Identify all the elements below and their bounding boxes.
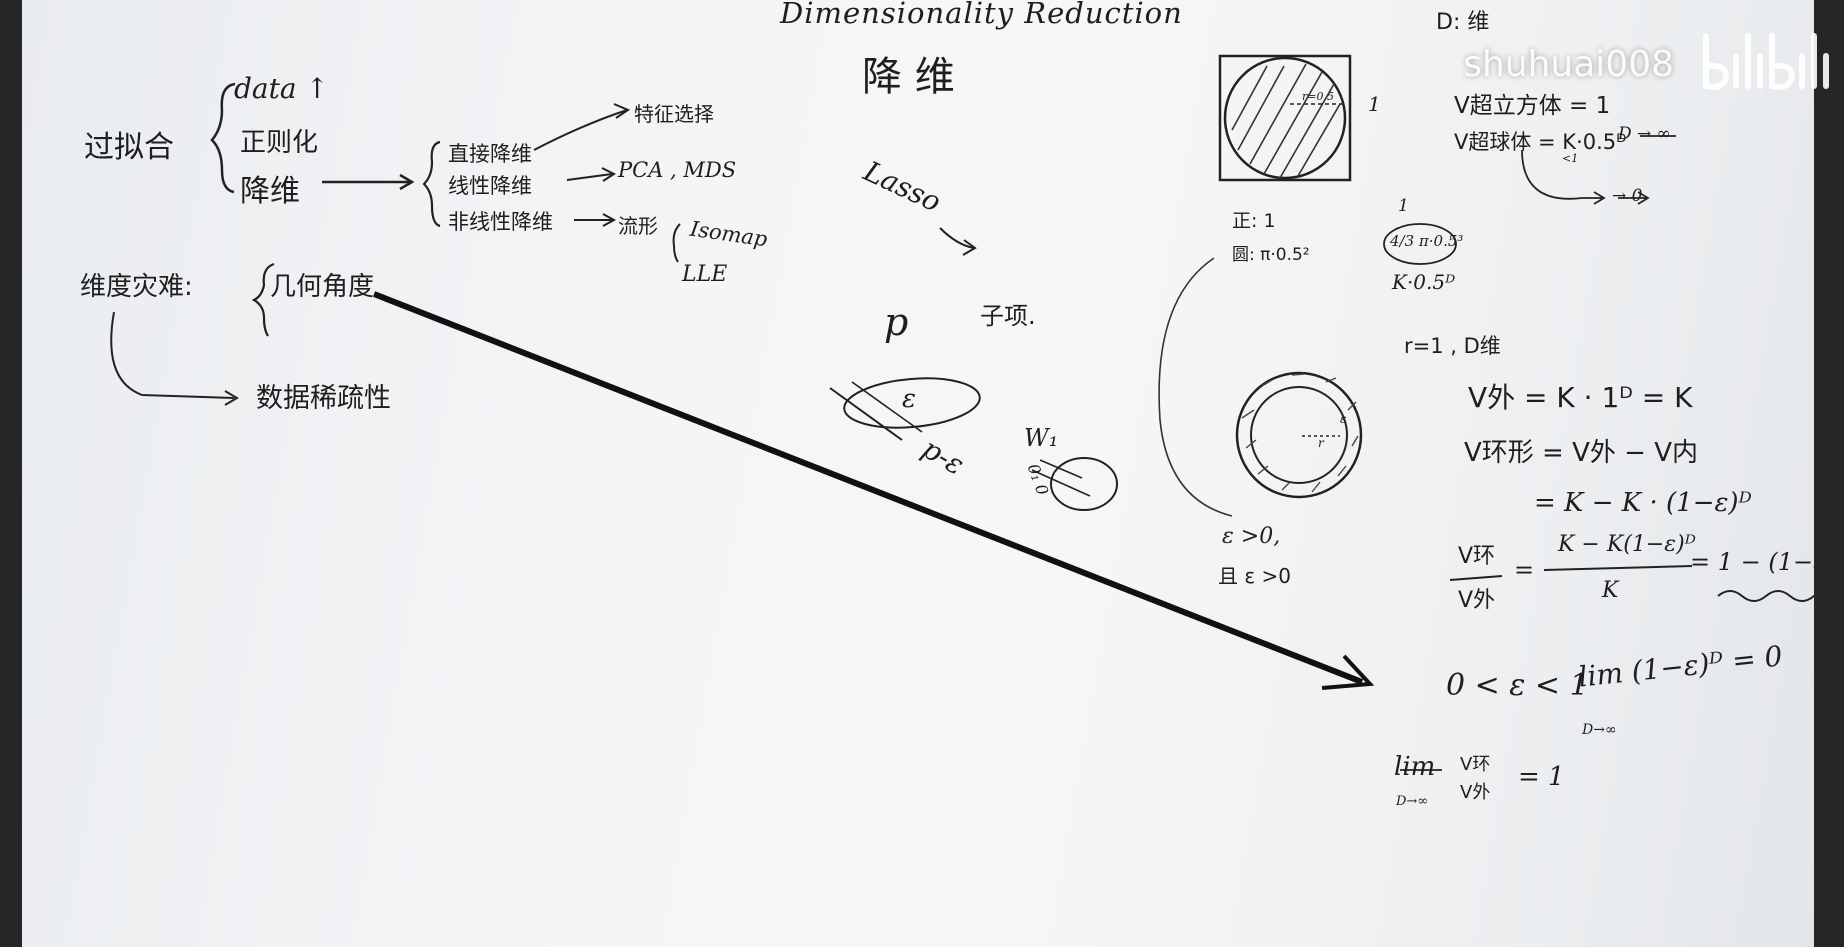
arrow-sparse <box>110 311 235 399</box>
whiteboard: Dimensionality Reduction 降 维 D: 维 过拟合 da… <box>22 0 1814 947</box>
eq-lim1-sub: D→∞ <box>1582 722 1617 738</box>
eq-lim2-den: V外 <box>1460 782 1491 803</box>
method-direct: 直接降维 <box>448 142 532 166</box>
inscribed-circle <box>1223 56 1347 180</box>
big-arrow-line <box>372 291 1364 685</box>
shell-cond2: 且 ε >0 <box>1218 564 1292 588</box>
method-manifold: 流形 <box>618 214 658 238</box>
eq-lim2-rhs: = 1 <box>1518 762 1565 792</box>
eq-eq-sign: = <box>1514 556 1535 584</box>
shell-eps: ε <box>1340 412 1347 426</box>
bilibili-logo-icon <box>1703 33 1829 90</box>
lt-one: <1 <box>1562 152 1579 165</box>
manifold-brace <box>672 223 681 263</box>
square-frac: 4/3 π·0.5³ <box>1390 232 1464 250</box>
square-one-label: 1 <box>1368 92 1381 116</box>
method-lle: LLE <box>682 262 728 287</box>
eq-lim2-num: V环 <box>1460 754 1491 775</box>
overfit-item-dimred: 降维 <box>240 174 300 209</box>
wavy-underline <box>1717 590 1814 602</box>
title-d-note: D: 维 <box>1436 10 1490 35</box>
overfit-item-regularization: 正则化 <box>240 128 319 158</box>
method-feature-select: 特征选择 <box>634 102 714 126</box>
curse-brace <box>251 262 275 337</box>
overfit-brace <box>210 82 236 194</box>
d-to-inf: D → ∞ <box>1618 124 1671 144</box>
curse-geom: 几何角度 <box>270 272 375 302</box>
eq-shell-expand: = K − K · (1−ε)ᴰ <box>1534 488 1752 518</box>
eq-shell-volume: V环形 = V外 − V内 <box>1464 438 1698 468</box>
overfit-item-data: data ↑ <box>234 72 329 105</box>
method-linear-list: PCA , MDS <box>618 158 737 182</box>
eps-label: ε <box>902 384 916 414</box>
frame-right <box>1814 0 1844 947</box>
square-r-label: r=0.5 <box>1302 90 1334 103</box>
frame-left <box>0 0 22 947</box>
watermark-user: shuhuai008 <box>1463 44 1674 85</box>
square-zheng: 正: 1 <box>1232 210 1276 232</box>
eq-cond: 0 < ε < 1 <box>1446 668 1589 703</box>
square-shape <box>1218 54 1352 182</box>
eq-lim2-sub: D→∞ <box>1396 794 1429 809</box>
eq-frac-num: V环 <box>1458 544 1496 569</box>
method-nonlinear: 非线性降维 <box>448 210 553 234</box>
eq-rhs2: = 1 − (1−ε)ᴰ <box>1690 548 1814 576</box>
curse-head: 维度灾难: <box>80 272 193 302</box>
shell-r: r <box>1318 436 1324 450</box>
eq-lim2: lim <box>1394 752 1436 782</box>
overfit-head: 过拟合 <box>84 130 174 165</box>
connector-curve <box>1158 257 1233 517</box>
eq-frac-den: V外 <box>1458 588 1496 613</box>
to-zero: → 0 <box>1612 186 1643 206</box>
square-one2: 1 <box>1398 196 1409 216</box>
v-cube: V超立方体 = 1 <box>1454 93 1611 119</box>
shell-r1: r=1 , D维 <box>1404 334 1501 358</box>
big-arrow-head <box>1321 654 1375 690</box>
shell-outer <box>1235 371 1363 499</box>
eq-rhs-den: K <box>1602 578 1619 603</box>
eq-rhs-num: K − K(1−ε)ᴰ <box>1558 532 1696 557</box>
w-label: W₁ <box>1024 424 1059 452</box>
arrow-linear <box>566 173 613 181</box>
square-yuan: 圆: π·0.5² <box>1232 245 1310 265</box>
arrow-to-zero <box>1521 149 1602 200</box>
ink-drawings <box>110 54 1814 771</box>
v-sphere: V超球体 = K·0.5ᴰ <box>1454 130 1627 154</box>
shell-cond1: ε >0, <box>1222 524 1281 549</box>
arrow-feature-select <box>533 109 628 151</box>
arrow-lasso <box>939 227 975 249</box>
curse-sparse: 数据稀疏性 <box>256 383 391 414</box>
title-cn: 降 维 <box>862 54 955 100</box>
method-linear: 线性降维 <box>448 174 532 198</box>
methods-brace <box>422 140 441 228</box>
shell-inner <box>1250 386 1348 484</box>
eq-outer-volume: V外 = K · 1ᴰ = K <box>1468 381 1693 414</box>
p-label: p <box>884 300 909 344</box>
zi-label: 子项. <box>980 302 1036 330</box>
title-en: Dimensionality Reduction <box>780 0 1183 30</box>
w-ellipse <box>1050 457 1118 511</box>
square-k: K·0.5ᴰ <box>1392 270 1456 294</box>
